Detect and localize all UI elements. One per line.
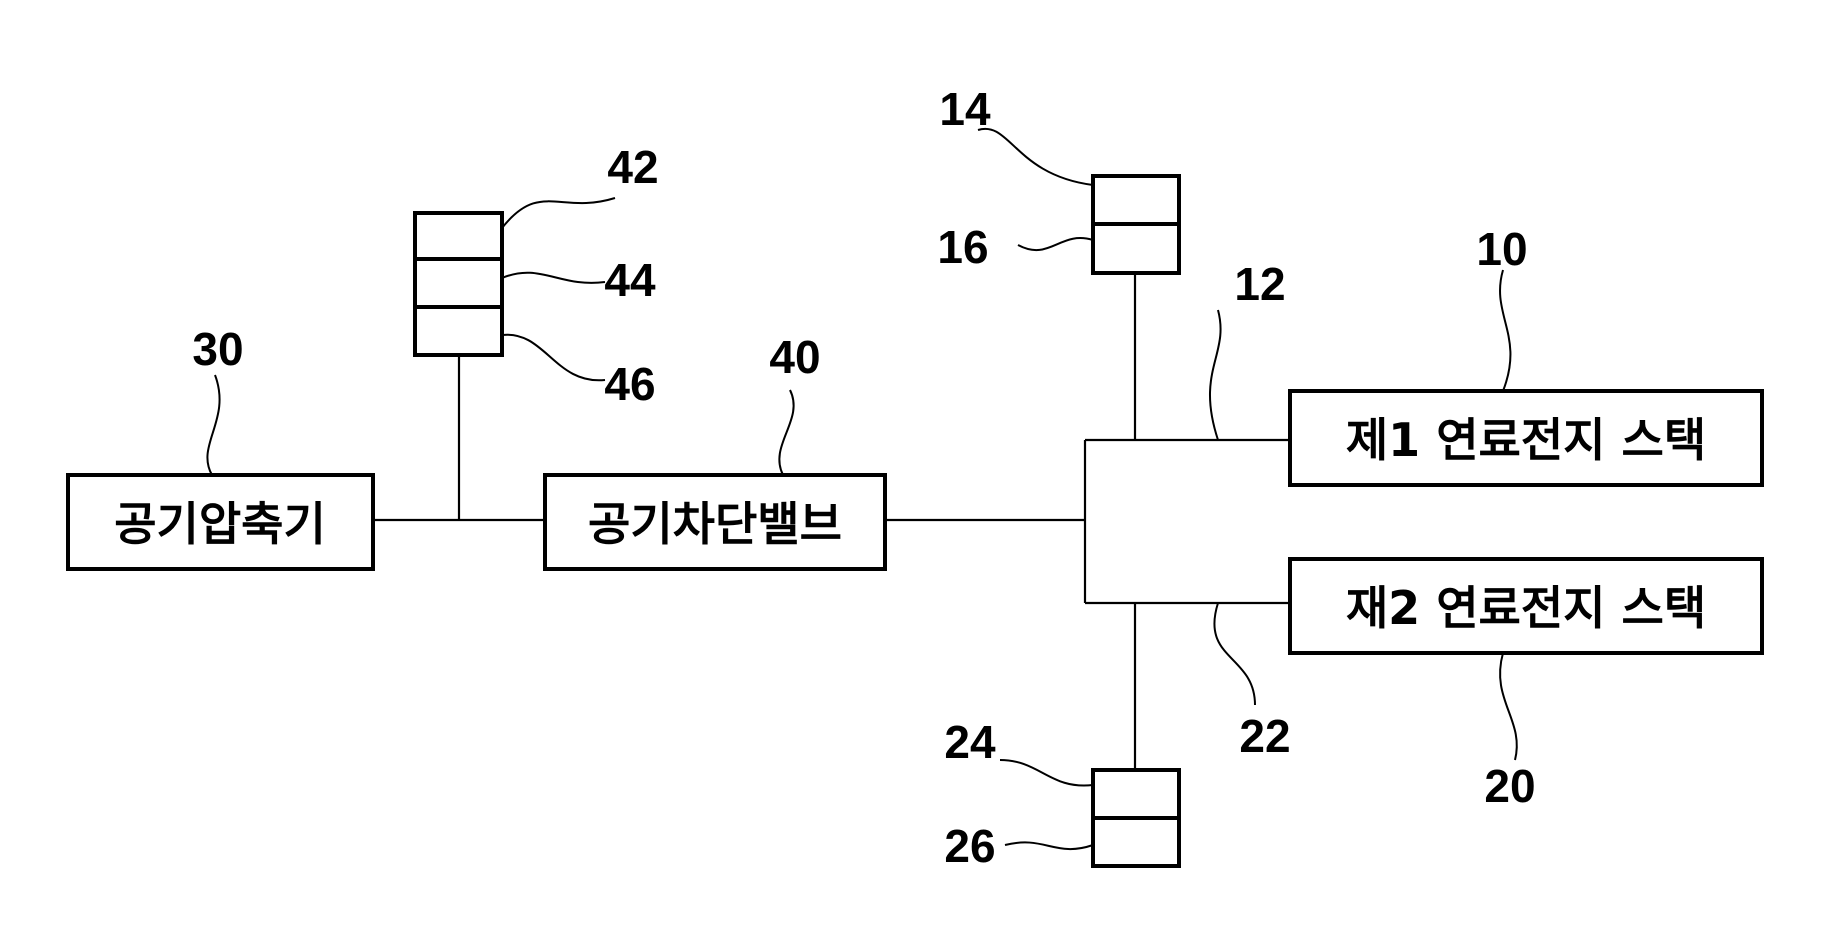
sensor-group-42 (415, 213, 502, 355)
sensor-14-cell (1093, 176, 1179, 224)
sensor-46-cell (415, 307, 502, 355)
ref-30: 30 (192, 323, 243, 375)
leader-12 (1210, 310, 1221, 440)
leader-44 (502, 273, 605, 283)
ref-44: 44 (604, 254, 656, 306)
leader-22 (1214, 603, 1255, 705)
ref-16: 16 (937, 221, 988, 273)
ref-26: 26 (944, 820, 995, 872)
leader-10 (1500, 270, 1510, 391)
leader-14 (978, 129, 1093, 185)
sensor-group-24 (1093, 770, 1179, 866)
ref-20: 20 (1484, 760, 1535, 812)
compressor-label: 공기압축기 (114, 497, 326, 551)
ref-40: 40 (769, 331, 820, 383)
leader-24 (1000, 760, 1093, 786)
leader-20 (1500, 653, 1517, 760)
leader-16 (1018, 238, 1093, 250)
ref-10: 10 (1476, 223, 1527, 275)
stack2-label: 재2 연료전지 스택 (1346, 581, 1706, 635)
shutoff-valve-label: 공기차단밸브 (588, 497, 842, 551)
sensor-group-14 (1093, 176, 1179, 273)
stack1-label: 제1 연료전지 스택 (1346, 413, 1706, 467)
sensor-24-cell (1093, 770, 1179, 818)
ref-42: 42 (607, 141, 658, 193)
ref-12: 12 (1234, 258, 1285, 310)
sensor-44-cell (415, 259, 502, 307)
ref-14: 14 (939, 83, 991, 135)
leader-46 (502, 335, 605, 381)
sensor-16-cell (1093, 224, 1179, 273)
ref-22: 22 (1239, 710, 1290, 762)
leader-30 (207, 375, 219, 475)
leader-26 (1005, 842, 1093, 849)
leader-42 (502, 198, 615, 228)
sensor-42-cell (415, 213, 502, 259)
sensor-26-cell (1093, 818, 1179, 866)
leader-40 (779, 390, 793, 475)
ref-46: 46 (604, 358, 655, 410)
ref-24: 24 (944, 716, 996, 768)
